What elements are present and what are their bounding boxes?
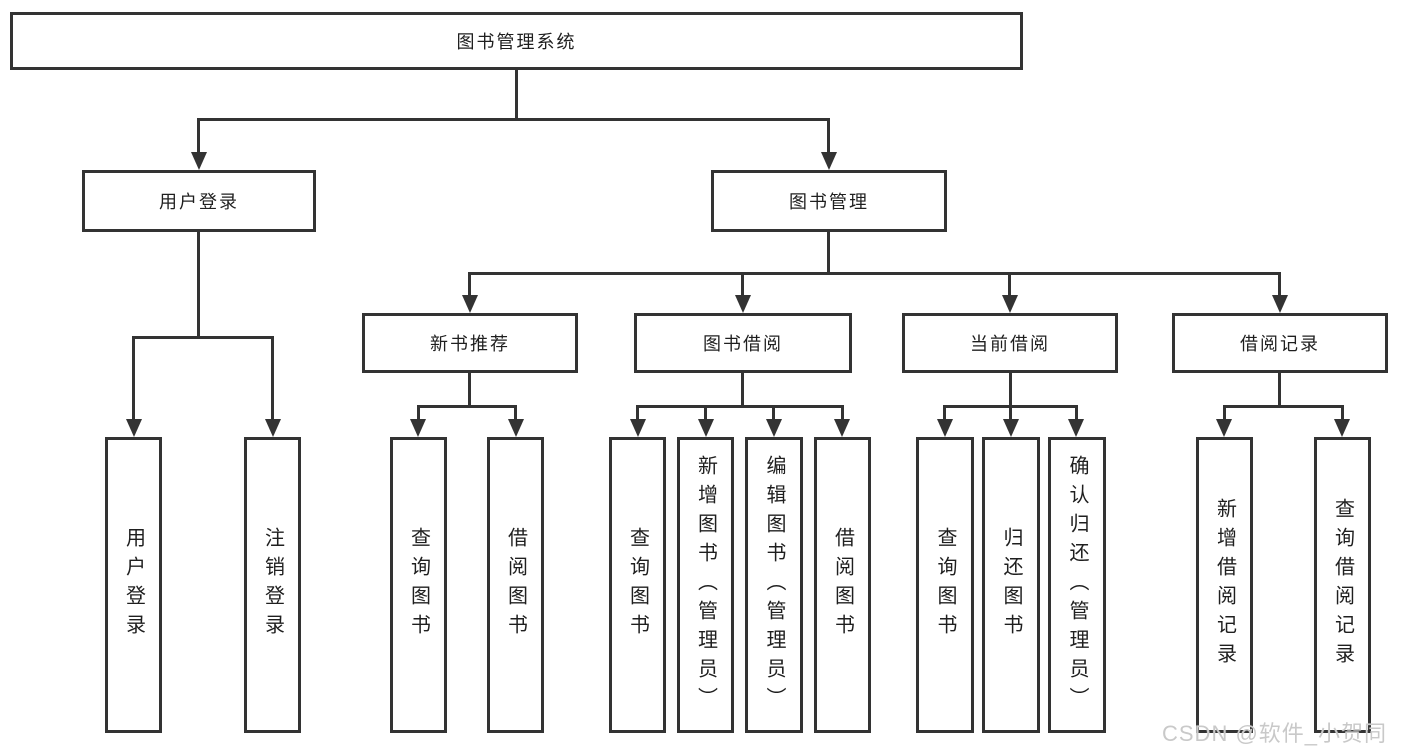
node-label: 图书管理 — [789, 192, 869, 212]
node-leaf-query-borrow-record: 查询借阅记录 — [1314, 437, 1371, 733]
node-leaf-edit-books-admin: 编辑图书（管理员） — [745, 437, 803, 733]
node-leaf-logout: 注销登录 — [244, 437, 301, 733]
node-leaf-add-books-admin: 新增图书（管理员） — [677, 437, 734, 733]
node-leaf-add-borrow-record: 新增借阅记录 — [1196, 437, 1253, 733]
connector-arrow-down-icon — [821, 152, 837, 170]
node-book-management: 图书管理 — [711, 170, 947, 232]
node-leaf-borrow-books-recommend: 借阅图书 — [487, 437, 544, 733]
connector-line — [1278, 373, 1281, 405]
connector-line — [417, 405, 517, 408]
node-leaf-borrow-books: 借阅图书 — [814, 437, 871, 733]
node-library-management-system: 图书管理系统 — [10, 12, 1023, 70]
node-label: 归还图书 — [1000, 527, 1022, 643]
connector-arrow-down-icon — [508, 419, 524, 437]
node-leaf-return-books: 归还图书 — [982, 437, 1040, 733]
node-label: 用户登录 — [122, 527, 145, 643]
node-label: 确认归还（管理员） — [1066, 454, 1088, 716]
connector-arrow-down-icon — [462, 295, 478, 313]
connector-line — [772, 405, 775, 419]
connector-line — [132, 336, 274, 339]
node-user-login: 用户登录 — [82, 170, 316, 232]
connector-line — [943, 405, 946, 419]
connector-line — [197, 232, 200, 336]
node-label: 当前借阅 — [970, 334, 1050, 354]
node-label: 查询图书 — [407, 527, 430, 643]
connector-arrow-down-icon — [1272, 295, 1288, 313]
node-leaf-query-books-borrowing: 查询图书 — [609, 437, 666, 733]
node-label: 用户登录 — [159, 192, 239, 212]
node-leaf-user-login: 用户登录 — [105, 437, 162, 733]
connector-line — [827, 232, 830, 272]
connector-arrow-down-icon — [191, 152, 207, 170]
connector-line — [468, 272, 471, 295]
node-label: 查询图书 — [934, 527, 956, 643]
connector-arrow-down-icon — [630, 419, 646, 437]
connector-line — [1008, 272, 1011, 295]
connector-line — [741, 373, 744, 405]
node-label: 新增借阅记录 — [1213, 498, 1236, 672]
node-label: 编辑图书（管理员） — [763, 454, 785, 716]
node-label: 新书推荐 — [430, 334, 510, 354]
connector-arrow-down-icon — [698, 419, 714, 437]
connector-line — [1223, 405, 1226, 419]
connector-arrow-down-icon — [1002, 295, 1018, 313]
connector-line — [636, 405, 639, 419]
connector-arrow-down-icon — [1068, 419, 1084, 437]
connector-line — [197, 118, 200, 154]
connector-arrow-down-icon — [1216, 419, 1232, 437]
connector-arrow-down-icon — [937, 419, 953, 437]
node-label: 借阅图书 — [831, 527, 854, 643]
connector-arrow-down-icon — [410, 419, 426, 437]
connector-line — [1278, 272, 1281, 295]
node-label: 图书管理系统 — [456, 32, 577, 52]
connector-line — [132, 336, 135, 419]
connector-line — [468, 272, 1281, 275]
connector-arrow-down-icon — [126, 419, 142, 437]
connector-arrow-down-icon — [735, 295, 751, 313]
node-label: 注销登录 — [261, 527, 284, 643]
connector-line — [1075, 405, 1078, 419]
node-label: 借阅图书 — [504, 527, 527, 643]
watermark: CSDN @软件_小贺同学 — [1162, 721, 1388, 746]
connector-line — [704, 405, 707, 419]
connector-line — [1223, 405, 1344, 408]
node-leaf-query-books-current: 查询图书 — [916, 437, 974, 733]
connector-line — [197, 118, 830, 121]
connector-line — [1009, 373, 1012, 405]
connector-line — [417, 405, 420, 419]
connector-line — [468, 373, 471, 405]
node-label: 新增图书（管理员） — [694, 454, 717, 716]
connector-line — [515, 70, 518, 118]
node-borrowing-records: 借阅记录 — [1172, 313, 1388, 373]
connector-line — [271, 336, 274, 419]
connector-arrow-down-icon — [1003, 419, 1019, 437]
connector-line — [1341, 405, 1344, 419]
connector-line — [741, 272, 744, 295]
node-leaf-query-books-recommend: 查询图书 — [390, 437, 447, 733]
connector-arrow-down-icon — [834, 419, 850, 437]
node-label: 查询图书 — [626, 527, 649, 643]
node-label: 图书借阅 — [703, 334, 783, 354]
node-leaf-confirm-return-admin: 确认归还（管理员） — [1048, 437, 1106, 733]
node-label: 借阅记录 — [1240, 334, 1320, 354]
node-current-borrowing: 当前借阅 — [902, 313, 1118, 373]
connector-line — [1009, 405, 1012, 419]
connector-line — [514, 405, 517, 419]
node-label: 查询借阅记录 — [1331, 498, 1354, 672]
connector-line — [841, 405, 844, 419]
node-book-borrowing: 图书借阅 — [634, 313, 852, 373]
connector-line — [636, 405, 844, 408]
node-new-book-recommendation: 新书推荐 — [362, 313, 578, 373]
connector-arrow-down-icon — [1334, 419, 1350, 437]
connector-arrow-down-icon — [766, 419, 782, 437]
connector-arrow-down-icon — [265, 419, 281, 437]
connector-line — [827, 118, 830, 154]
